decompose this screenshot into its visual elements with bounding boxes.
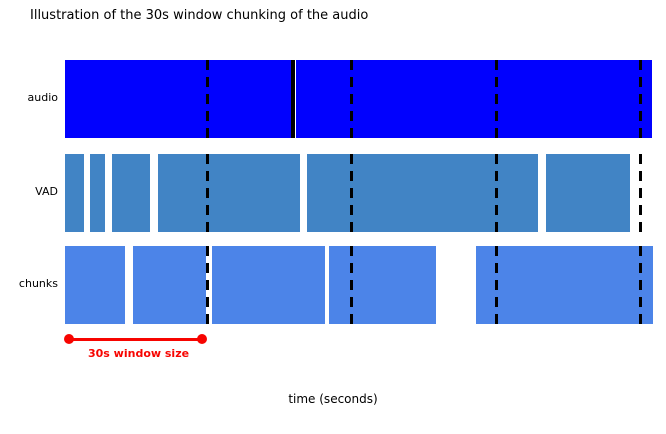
annotation-arrow-line	[69, 338, 202, 341]
timeline-row-chunks	[0, 246, 666, 324]
window-boundary-dashed-line	[495, 154, 498, 232]
window-boundary-dashed-line	[495, 246, 498, 324]
segment-bar	[133, 246, 206, 324]
window-boundary-dashed-line	[206, 60, 209, 138]
segment-bar	[546, 154, 630, 232]
window-boundary-dashed-line	[206, 246, 209, 324]
segment-bar	[329, 246, 436, 324]
segment-bar	[65, 60, 291, 138]
window-boundary-dashed-line	[350, 60, 353, 138]
window-boundary-dashed-line	[350, 246, 353, 324]
segment-bar	[65, 246, 125, 324]
timeline-row-VAD	[0, 154, 666, 232]
x-axis-label: time (seconds)	[288, 392, 378, 406]
annotation-label: 30s window size	[88, 347, 190, 360]
chart-title: Illustration of the 30s window chunking …	[30, 8, 369, 23]
timeline-row-audio	[0, 60, 666, 138]
row-label-VAD: VAD	[35, 185, 58, 198]
row-label-audio: audio	[27, 91, 58, 104]
window-boundary-dashed-line	[639, 246, 642, 324]
annotation-right-dot	[197, 334, 207, 344]
segment-bar	[158, 154, 300, 232]
segment-bar	[65, 154, 84, 232]
segment-divider-line	[291, 60, 295, 138]
segment-bar	[212, 246, 325, 324]
segment-bar	[90, 154, 105, 232]
segment-bar	[296, 60, 652, 138]
window-boundary-dashed-line	[639, 60, 642, 138]
row-label-chunks: chunks	[18, 277, 58, 290]
annotation-left-dot	[64, 334, 74, 344]
window-boundary-dashed-line	[639, 154, 642, 232]
segment-bar	[476, 246, 653, 324]
window-boundary-dashed-line	[350, 154, 353, 232]
window-boundary-dashed-line	[206, 154, 209, 232]
segment-bar	[307, 154, 538, 232]
window-boundary-dashed-line	[495, 60, 498, 138]
segment-bar	[112, 154, 150, 232]
